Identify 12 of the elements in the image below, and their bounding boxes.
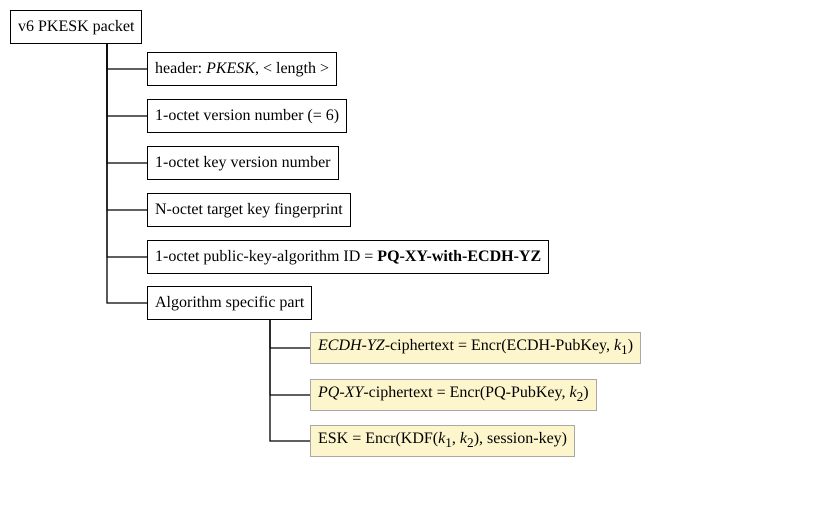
connector-line: [106, 44, 147, 304]
text-box: ESK = Encr(KDF(k$_{1}$, k$_{2}$), session-key): [310, 425, 575, 457]
text-box: 1-octet version number (= 6): [147, 99, 348, 133]
text-box: header: PKESK, < length >: [147, 52, 338, 86]
connector-line: [269, 320, 310, 442]
text-box: 1-octet public-key-algorithm ID = PQ-XY-with-ECDH-YZ: [147, 240, 550, 274]
text-box: ECDH-YZ-ciphertext = Encr(ECDH-PubKey, k$_{1}$): [310, 332, 642, 364]
text-box: 1-octet key version number: [147, 146, 338, 180]
text-box: PQ-XY-ciphertext = Encr(PQ-PubKey, k$_{2}$): [310, 379, 597, 411]
text-box: N-octet target key fingerprint: [147, 193, 351, 227]
text-box: v6 PKESK packet: [10, 10, 142, 44]
text-box: Algorithm specific part: [147, 286, 312, 320]
